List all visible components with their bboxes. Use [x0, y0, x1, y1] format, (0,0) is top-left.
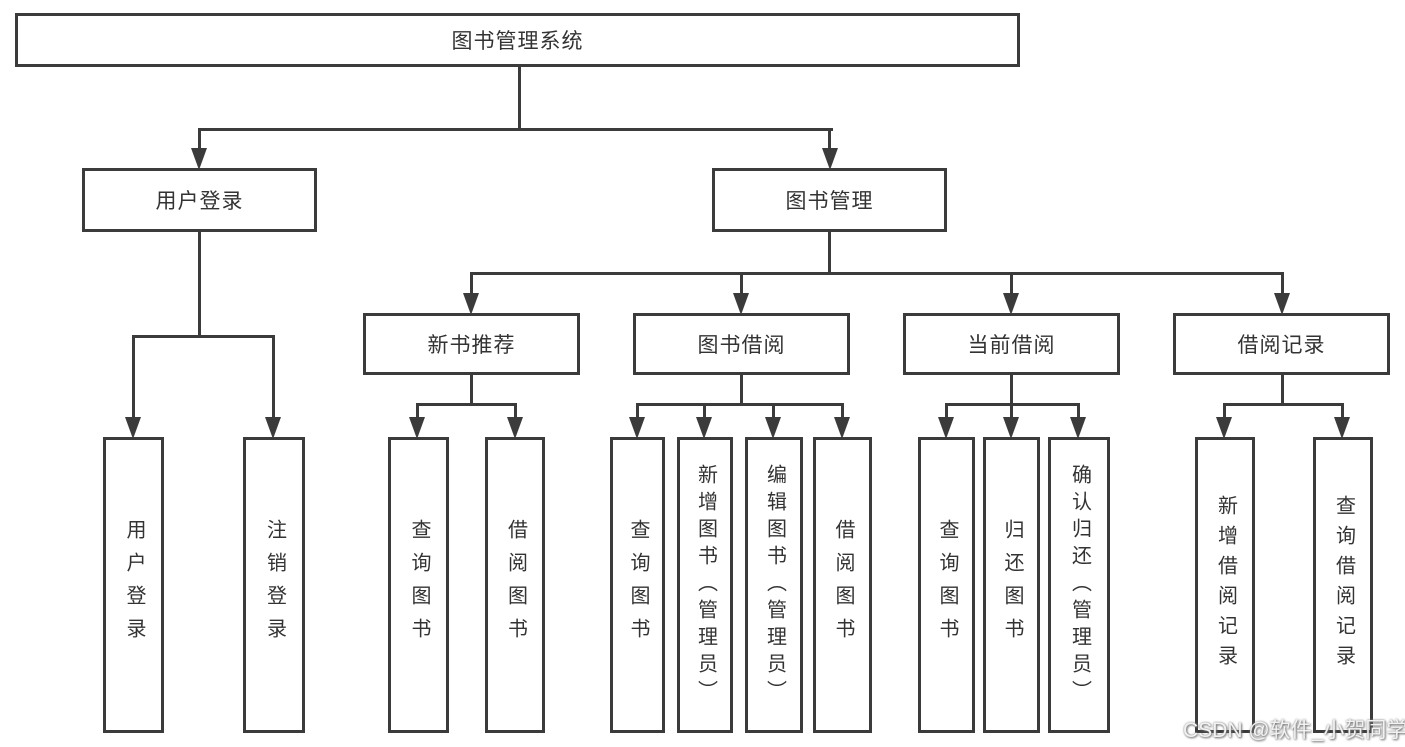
node-label: 用户登录	[123, 519, 145, 651]
node-book-management: 图书管理	[712, 168, 947, 232]
edge-current-drop-3	[1077, 403, 1080, 419]
node-label: 归还图书	[1001, 519, 1023, 651]
edge-newbook-drop-2	[514, 403, 517, 419]
csdn-watermark: CSDN @软件_小贺同学	[1183, 719, 1405, 742]
edge-userlogin-drop-1	[132, 335, 135, 419]
edge-bookmgmt-drop-4	[1281, 272, 1284, 296]
edge-borrow-drop-3	[772, 403, 775, 419]
edge-newbook-bar	[416, 403, 517, 406]
arrow-down-icon	[1274, 293, 1290, 315]
node-current-borrow: 当前借阅	[903, 313, 1120, 375]
edge-current-stem	[1010, 375, 1013, 405]
edge-records-drop-1	[1223, 403, 1226, 419]
node-label: 图书管理	[785, 190, 874, 213]
arrow-down-icon	[834, 417, 850, 439]
leaf-user-login: 用户登录	[103, 437, 164, 733]
leaf-borrow-books: 借阅图书	[813, 437, 872, 733]
node-label: 新书推荐	[427, 334, 516, 357]
edge-borrow-bar	[636, 403, 844, 406]
edge-root-drop-right	[828, 128, 831, 152]
leaf-logout: 注销登录	[243, 437, 305, 733]
edge-current-drop-1	[945, 403, 948, 419]
arrow-down-icon	[125, 417, 141, 439]
node-label: 当前借阅	[967, 334, 1056, 357]
node-label: 借阅图书	[832, 519, 854, 651]
node-label: 查询图书	[936, 519, 958, 651]
node-label: 编辑图书（管理员）	[763, 463, 786, 707]
leaf-add-books-admin: 新增图书（管理员）	[677, 437, 733, 733]
edge-root-bar	[198, 128, 833, 131]
arrow-down-icon	[765, 417, 781, 439]
edge-userlogin-bar	[132, 335, 275, 338]
arrow-down-icon	[265, 417, 281, 439]
arrow-down-icon	[1070, 417, 1086, 439]
edge-bookmgmt-drop-2	[740, 272, 743, 296]
edge-borrow-drop-2	[703, 403, 706, 419]
edge-root-drop-left	[198, 128, 201, 152]
arrow-down-icon	[507, 417, 523, 439]
arrow-down-icon	[191, 148, 207, 170]
node-label: 确认归还（管理员）	[1068, 463, 1091, 707]
node-label: 新增图书（管理员）	[694, 463, 717, 707]
node-new-book-recommend: 新书推荐	[363, 313, 580, 375]
edge-userlogin-drop-2	[272, 335, 275, 419]
leaf-borrow-books-recommend: 借阅图书	[485, 437, 545, 733]
node-label: 查询图书	[408, 519, 430, 651]
arrow-down-icon	[1334, 417, 1350, 439]
node-borrow-records: 借阅记录	[1173, 313, 1390, 375]
edge-bookmgmt-drop-3	[1010, 272, 1013, 296]
edge-current-drop-2	[1010, 403, 1013, 419]
node-root: 图书管理系统	[15, 13, 1020, 67]
node-label: 借阅图书	[504, 519, 527, 651]
arrow-down-icon	[938, 417, 954, 439]
node-label: 查询图书	[627, 519, 649, 651]
edge-bookmgmt-stem	[828, 232, 831, 274]
edge-root-stem	[518, 67, 521, 130]
leaf-edit-books-admin: 编辑图书（管理员）	[745, 437, 803, 733]
node-label: 用户登录	[155, 190, 244, 213]
edge-userlogin-stem	[198, 232, 201, 338]
leaf-return-books: 归还图书	[983, 437, 1040, 733]
arrow-down-icon	[822, 148, 838, 170]
node-book-borrow: 图书借阅	[633, 313, 850, 375]
leaf-query-books-borrow: 查询图书	[610, 437, 665, 733]
edge-records-stem	[1281, 375, 1284, 405]
arrow-down-icon	[696, 417, 712, 439]
node-user-login: 用户登录	[82, 168, 317, 232]
leaf-query-books-current: 查询图书	[918, 437, 975, 733]
arrow-down-icon	[1003, 293, 1019, 315]
node-label: 图书管理系统	[451, 30, 584, 53]
node-label: 借阅记录	[1237, 334, 1326, 357]
edge-borrow-stem	[740, 375, 743, 405]
leaf-query-borrow-record: 查询借阅记录	[1313, 437, 1373, 733]
edge-records-drop-2	[1341, 403, 1344, 419]
arrow-down-icon	[409, 417, 425, 439]
arrow-down-icon	[1216, 417, 1232, 439]
arrow-down-icon	[629, 417, 645, 439]
node-label: 新增借阅记录	[1214, 495, 1237, 675]
node-label: 图书借阅	[697, 334, 786, 357]
edge-newbook-drop-1	[416, 403, 419, 419]
arrow-down-icon	[733, 293, 749, 315]
edge-bookmgmt-drop-1	[470, 272, 473, 296]
node-label: 注销登录	[263, 519, 286, 651]
edge-bookmgmt-bar	[470, 272, 1284, 275]
leaf-confirm-return-admin: 确认归还（管理员）	[1048, 437, 1110, 733]
edge-newbook-stem	[470, 375, 473, 405]
edge-records-bar	[1223, 403, 1344, 406]
arrow-down-icon	[1003, 417, 1019, 439]
edge-borrow-drop-1	[636, 403, 639, 419]
arrow-down-icon	[463, 293, 479, 315]
leaf-add-borrow-record: 新增借阅记录	[1195, 437, 1255, 733]
node-label: 查询借阅记录	[1332, 495, 1355, 675]
leaf-query-books-recommend: 查询图书	[388, 437, 449, 733]
edge-borrow-drop-4	[841, 403, 844, 419]
